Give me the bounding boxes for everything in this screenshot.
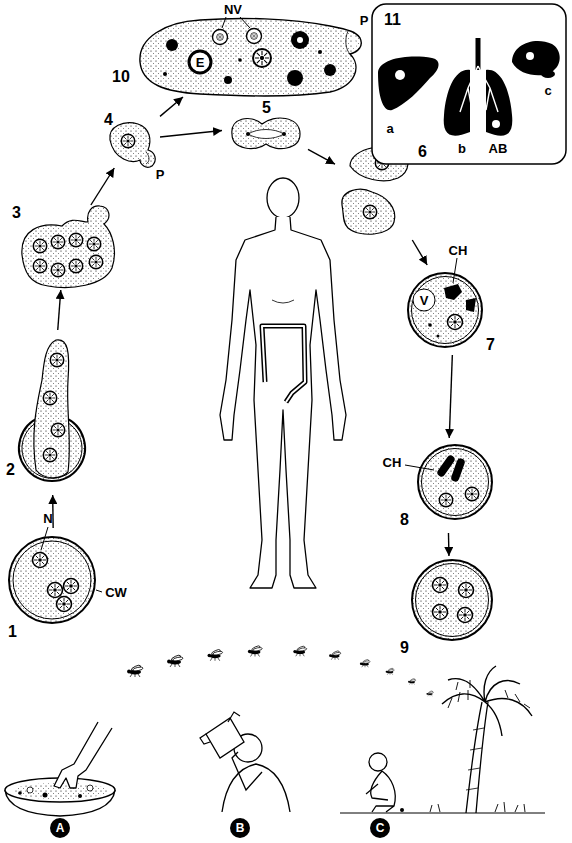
excystation-stage: 2 (4, 330, 99, 495)
part-label: N (43, 512, 52, 525)
metacystic-amoeba: 3 (8, 205, 120, 290)
stage-number: 4 (104, 112, 113, 128)
precyst-stage: 7 (400, 265, 508, 355)
organ-panel: 11 (372, 4, 566, 164)
organ-label: b (458, 142, 466, 155)
organ-label: c (544, 84, 551, 97)
trophozoite-pair: 6 (335, 140, 430, 240)
arrow-connector (160, 131, 222, 138)
stage-number: 10 (112, 69, 130, 85)
part-label: P (360, 14, 369, 27)
arrow-connector (91, 168, 114, 205)
stage-number: 11 (384, 12, 401, 28)
arrow-connector (412, 240, 427, 265)
stage-number: 2 (6, 462, 15, 478)
arrow-connector (160, 97, 183, 116)
trophozoite-stage: 4 (104, 112, 160, 168)
part-label: P (156, 168, 165, 181)
stage-number: 5 (262, 100, 271, 116)
stage-number: 1 (8, 624, 17, 640)
route-label: A (56, 822, 65, 834)
cyst-stage: 8 (395, 438, 500, 533)
part-label: AB (489, 142, 508, 155)
part-label: CH (449, 244, 468, 257)
part-label: CH (383, 456, 402, 469)
route-label: B (236, 822, 245, 834)
stage-number: 8 (400, 512, 409, 528)
arrow-connector (58, 290, 61, 330)
stage-number: 6 (418, 144, 427, 160)
mature-cyst: 9 (395, 556, 505, 658)
stage-number: 9 (400, 640, 409, 656)
arrow-connector (448, 533, 450, 556)
arrow-connector (308, 149, 335, 164)
dividing-trophozoite: 5 (222, 100, 308, 152)
part-label: E (196, 56, 205, 69)
part-label: V (420, 294, 429, 307)
part-label: CW (105, 586, 127, 599)
invasive-trophozoite: 10 (110, 5, 365, 97)
arrow-connector (449, 355, 452, 438)
stage-number: 3 (12, 205, 21, 221)
stage-number: 7 (486, 337, 495, 353)
cyst-stage: 1 (4, 528, 104, 644)
route-label: C (376, 822, 385, 834)
organ-label: a (386, 122, 393, 135)
part-label: NV (224, 3, 242, 16)
